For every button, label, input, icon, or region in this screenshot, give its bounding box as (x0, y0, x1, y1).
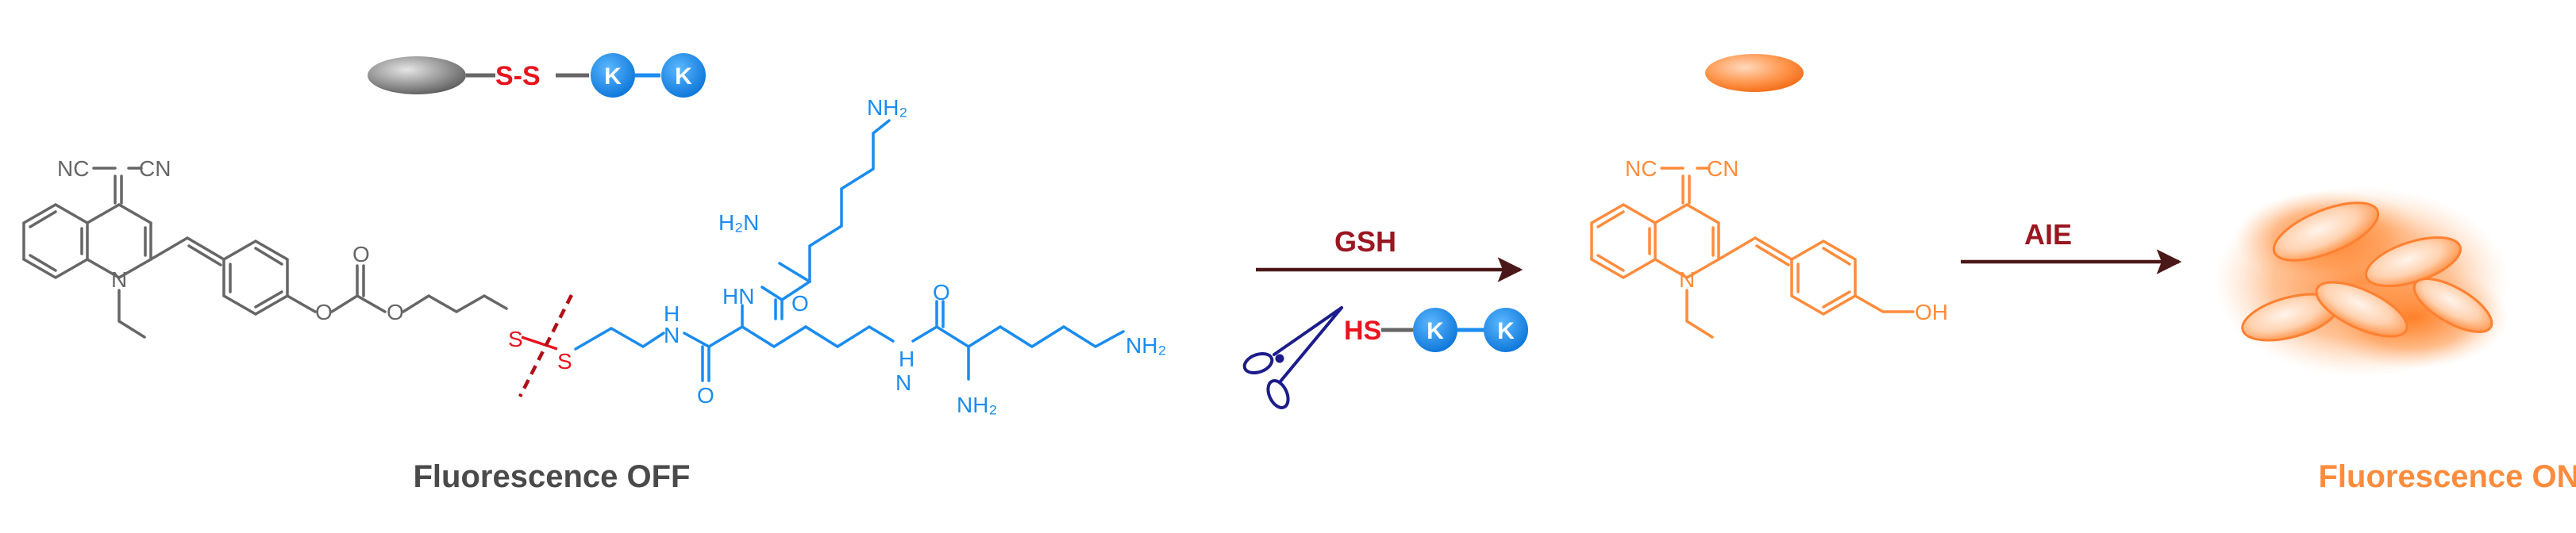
amide-nh-2-h: H (899, 347, 914, 371)
product-cn-right-label: CN (1707, 156, 1739, 181)
cn-right-label: CN (139, 156, 171, 181)
alpha-hn-label: HN (722, 284, 754, 309)
gsh-step: GSH (1256, 225, 1523, 282)
sulfur-atom-1: S (508, 327, 523, 351)
lysine-ball-2-label: K (675, 63, 692, 90)
probe-body-ellipse (368, 56, 466, 94)
product-ring-nitrogen-label: N (1679, 267, 1695, 292)
aie-step: AIE (1961, 218, 2182, 274)
amide-nh-1-h: H (664, 301, 680, 326)
product-structure (1590, 167, 1915, 339)
released-lysine-2-label: K (1497, 318, 1515, 344)
top-nh2-label: NH₂ (867, 95, 907, 120)
released-lysine-ball-1 (1413, 308, 1457, 352)
lysine-ball-1-label: K (604, 63, 622, 90)
scissors-icon (1242, 306, 1343, 409)
lysine-ball-2 (661, 53, 706, 98)
disulfide-linker-label: S-S (495, 61, 541, 91)
nc-left-label: NC (57, 156, 89, 181)
amide-oxygen-1: O (697, 383, 714, 408)
bottom-nh2-label: NH₂ (957, 393, 997, 417)
ester-oxygen-2: O (387, 300, 404, 324)
aie-aggregate-image (2215, 186, 2509, 377)
probe-fluorophore-structure (22, 167, 508, 339)
probe-peptide-structure (574, 119, 1125, 382)
released-thiol-fragment: HS K K (1344, 308, 1528, 352)
ring-nitrogen-label: N (111, 267, 127, 292)
probe-blue-labels: N H O HN O H₂N NH₂ N H O NH₂ NH₂ (664, 95, 1166, 417)
product-oh-label: OH (1915, 300, 1948, 324)
right-nh2-label: NH₂ (1126, 333, 1166, 358)
product-nc-left-label: NC (1625, 156, 1657, 181)
probe-gray-labels: NC CN N O O O (57, 156, 404, 324)
thiol-hs-label: HS (1344, 316, 1381, 346)
released-lysine-ball-2 (1484, 308, 1528, 352)
ester-oxygen-1: O (315, 300, 333, 324)
carbonyl-oxygen-top: O (791, 291, 809, 316)
released-lysine-1-label: K (1427, 318, 1444, 344)
alpha-h2n-label: H₂N (718, 210, 759, 235)
disulfide-site: S S (508, 293, 574, 398)
fluorescence-off-label: Fluorescence OFF (414, 459, 691, 494)
carbonyl-oxygen: O (352, 242, 370, 266)
product-cartoon-ellipse (1705, 54, 1804, 92)
cleavage-line (518, 293, 574, 398)
amide-oxygen-2: O (933, 280, 950, 305)
probe-cartoon: S-S K K (368, 53, 706, 98)
amide-nh-1-n: N (664, 323, 680, 347)
amide-nh-2-n: N (895, 370, 911, 395)
sulfur-atom-2: S (557, 349, 572, 374)
product-labels: NC CN N OH (1625, 156, 1948, 324)
lysine-ball-1 (591, 53, 635, 98)
fluorescence-on-label: Fluorescence ON (2318, 459, 2576, 494)
gsh-label: GSH (1334, 225, 1396, 258)
aie-label: AIE (2024, 218, 2072, 251)
